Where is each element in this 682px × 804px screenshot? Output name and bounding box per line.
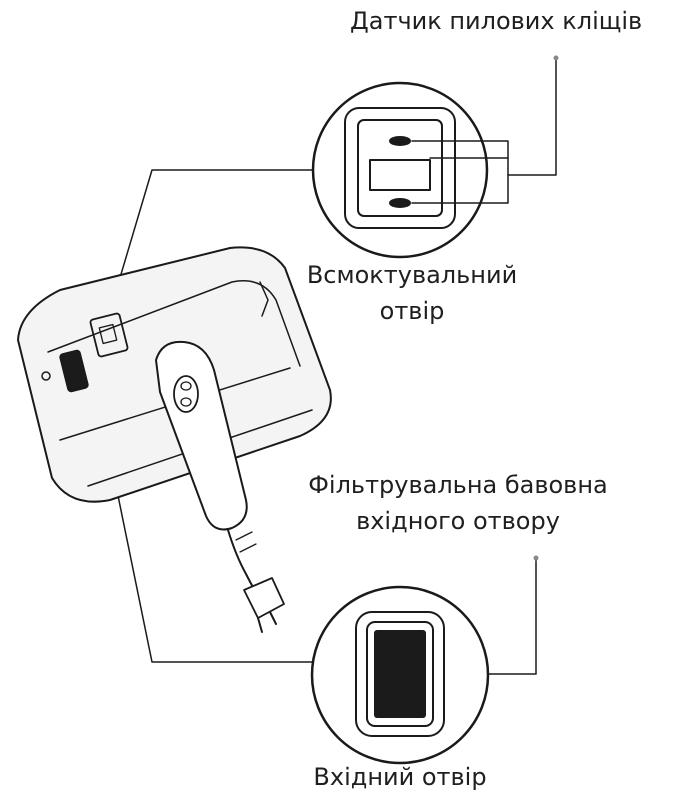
label-dust-mite-sensor: Датчик пилових кліщів [350,7,643,35]
zoom-circle-sensor [311,81,509,259]
leader-dot-filter [533,555,539,561]
label-inlet: Вхідний отвір [313,763,487,791]
device-body [17,246,332,633]
leader-dot-sensor [553,55,559,61]
label-suction-opening-line1: Всмоктувальний [306,261,518,289]
label-filter-cotton-line2: вхідного отвору [356,507,560,535]
zoom-circle-inlet [310,585,490,765]
label-suction-opening-line2: отвір [379,297,445,325]
label-filter-cotton-line1: Фільтрувальна бавовна [308,471,608,499]
